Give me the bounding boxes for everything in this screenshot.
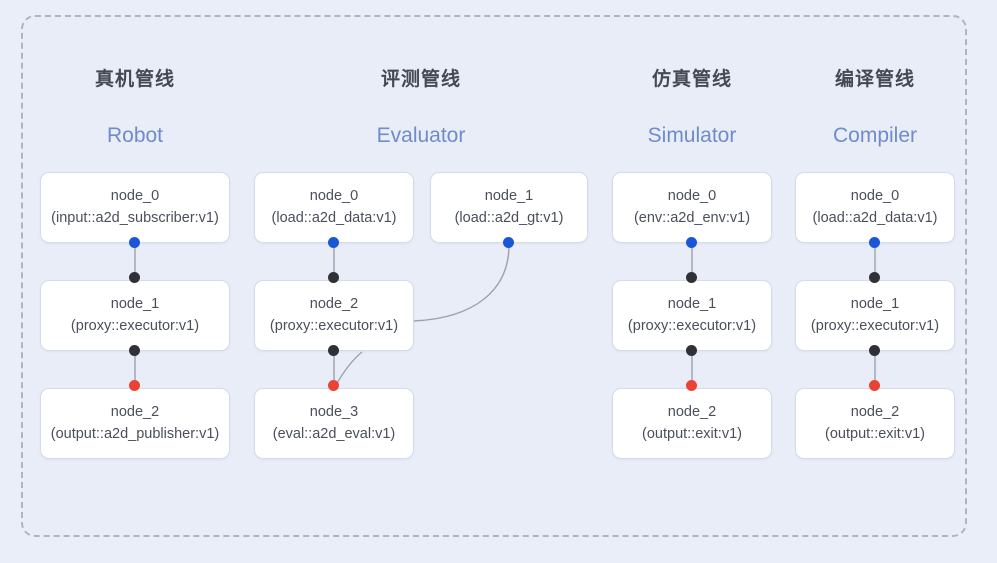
node-evaluator-2[interactable]: node_2 (proxy::executor:v1) — [254, 280, 414, 351]
port-output-evaluator-2[interactable] — [328, 345, 339, 356]
node-type: (output::a2d_publisher:v1) — [50, 425, 220, 442]
port-input-compiler-1[interactable] — [869, 272, 880, 283]
node-type: (load::a2d_gt:v1) — [454, 209, 564, 226]
port-output-compiler-1[interactable] — [869, 345, 880, 356]
node-robot-0[interactable]: node_0 (input::a2d_subscriber:v1) — [40, 172, 230, 243]
node-evaluator-0[interactable]: node_0 (load::a2d_data:v1) — [254, 172, 414, 243]
node-name: node_2 — [850, 404, 900, 421]
node-type: (load::a2d_data:v1) — [812, 209, 938, 226]
node-robot-1[interactable]: node_1 (proxy::executor:v1) — [40, 280, 230, 351]
node-type: (env::a2d_env:v1) — [633, 209, 751, 226]
column-title-en-compiler: Compiler — [832, 124, 918, 147]
node-name: node_1 — [484, 188, 534, 205]
node-compiler-2[interactable]: node_2 (output::exit:v1) — [795, 388, 955, 459]
port-input-evaluator-2[interactable] — [328, 272, 339, 283]
port-input-simulator-1[interactable] — [686, 272, 697, 283]
column-title-en-evaluator: Evaluator — [376, 124, 466, 147]
node-simulator-1[interactable]: node_1 (proxy::executor:v1) — [612, 280, 772, 351]
node-compiler-1[interactable]: node_1 (proxy::executor:v1) — [795, 280, 955, 351]
node-type: (load::a2d_data:v1) — [271, 209, 397, 226]
node-type: (output::exit:v1) — [642, 425, 742, 442]
node-type: (proxy::executor:v1) — [70, 317, 200, 334]
node-type: (output::exit:v1) — [825, 425, 925, 442]
node-simulator-0[interactable]: node_0 (env::a2d_env:v1) — [612, 172, 772, 243]
column-title-cn-robot: 真机管线 — [94, 69, 175, 90]
column-title-cn-evaluator: 评测管线 — [380, 69, 461, 90]
port-input-evaluator-3[interactable] — [328, 380, 339, 391]
node-simulator-2[interactable]: node_2 (output::exit:v1) — [612, 388, 772, 459]
port-input-robot-2[interactable] — [129, 380, 140, 391]
node-robot-2[interactable]: node_2 (output::a2d_publisher:v1) — [40, 388, 230, 459]
node-name: node_3 — [309, 404, 359, 421]
node-name: node_1 — [110, 296, 160, 313]
column-title-en-robot: Robot — [106, 124, 164, 147]
column-title-en-simulator: Simulator — [647, 124, 737, 147]
node-name: node_0 — [850, 188, 900, 205]
port-output-compiler-0[interactable] — [869, 237, 880, 248]
node-type: (proxy::executor:v1) — [627, 317, 757, 334]
node-compiler-0[interactable]: node_0 (load::a2d_data:v1) — [795, 172, 955, 243]
port-output-evaluator-1[interactable] — [503, 237, 514, 248]
node-type: (input::a2d_subscriber:v1) — [51, 209, 219, 226]
node-name: node_2 — [667, 404, 717, 421]
port-output-robot-0[interactable] — [129, 237, 140, 248]
node-name: node_2 — [110, 404, 160, 421]
node-evaluator-3[interactable]: node_3 (eval::a2d_eval:v1) — [254, 388, 414, 459]
column-title-cn-compiler: 编译管线 — [834, 69, 915, 90]
port-input-robot-1[interactable] — [129, 272, 140, 283]
port-output-simulator-1[interactable] — [686, 345, 697, 356]
node-type: (proxy::executor:v1) — [810, 317, 940, 334]
node-type: (proxy::executor:v1) — [269, 317, 399, 334]
port-input-simulator-2[interactable] — [686, 380, 697, 391]
column-title-cn-simulator: 仿真管线 — [651, 69, 732, 90]
node-name: node_0 — [309, 188, 359, 205]
node-name: node_1 — [850, 296, 900, 313]
port-output-evaluator-0[interactable] — [328, 237, 339, 248]
port-output-robot-1[interactable] — [129, 345, 140, 356]
node-name: node_0 — [667, 188, 717, 205]
port-output-simulator-0[interactable] — [686, 237, 697, 248]
node-name: node_2 — [309, 296, 359, 313]
node-name: node_0 — [110, 188, 160, 205]
node-name: node_1 — [667, 296, 717, 313]
node-evaluator-1[interactable]: node_1 (load::a2d_gt:v1) — [430, 172, 588, 243]
port-input-compiler-2[interactable] — [869, 380, 880, 391]
node-type: (eval::a2d_eval:v1) — [272, 425, 396, 442]
